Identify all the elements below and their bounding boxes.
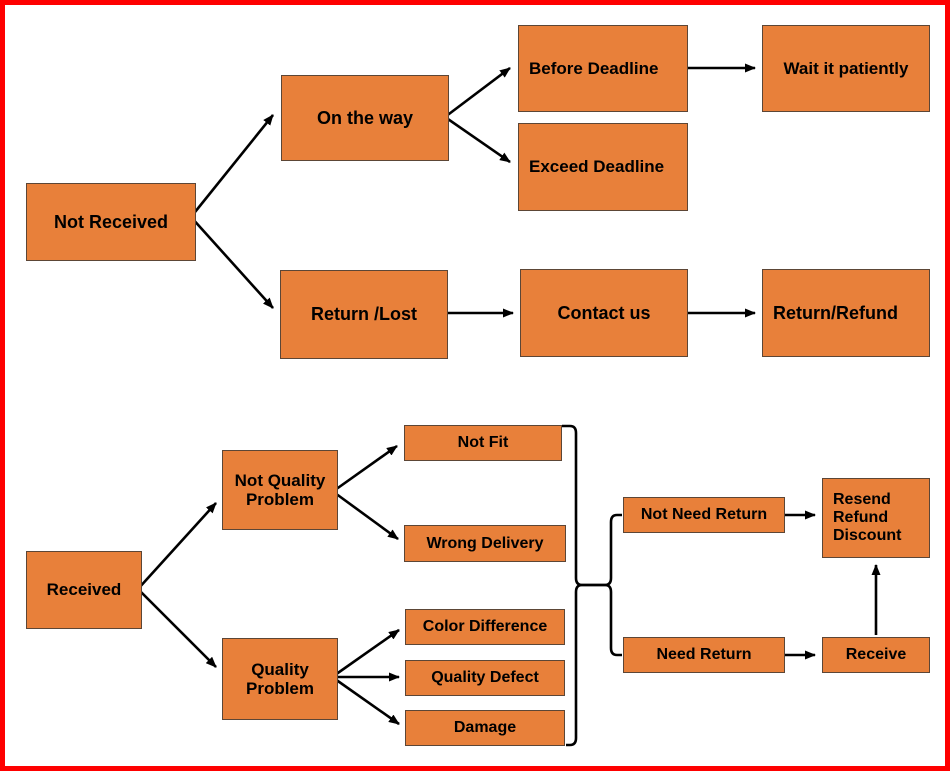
node-return-lost[interactable]: Return /Lost: [280, 270, 448, 359]
edge-bracket-outcomes: [562, 424, 622, 587]
node-receive[interactable]: Receive: [822, 637, 930, 673]
edge-qualityproblem-damage: [334, 677, 400, 726]
node-wrong-delivery[interactable]: Wrong Delivery: [404, 525, 566, 562]
edge-qualityproblem-colordifference: [334, 628, 400, 677]
edge-bracket-outcomes-lower: [566, 583, 622, 747]
node-quality-problem[interactable]: Quality Problem: [222, 638, 338, 720]
edge-ontheway-exceeddeadline: [444, 115, 511, 164]
edge-notquality-notfit: [334, 444, 398, 492]
edge-received-notquality: [137, 502, 217, 590]
node-need-return[interactable]: Need Return: [623, 637, 785, 673]
node-exceed-deadline[interactable]: Exceed Deadline: [518, 123, 688, 211]
edge-notquality-wrongdelivery: [334, 491, 399, 541]
node-before-deadline[interactable]: Before Deadline: [518, 25, 688, 112]
node-return-refund[interactable]: Return/Refund: [762, 269, 930, 357]
node-received[interactable]: Received: [26, 551, 142, 629]
node-not-fit[interactable]: Not Fit: [404, 425, 562, 461]
node-resend-refund-discount[interactable]: Resend Refund Discount: [822, 478, 930, 558]
edge-notreceived-returnlost: [190, 216, 274, 309]
edge-ontheway-beforedeadline: [444, 66, 511, 119]
node-not-received[interactable]: Not Received: [26, 183, 196, 261]
edge-notreceived-ontheway: [189, 114, 275, 218]
node-on-the-way[interactable]: On the way: [281, 75, 449, 161]
node-not-quality-problem[interactable]: Not Quality Problem: [222, 450, 338, 530]
node-color-difference[interactable]: Color Difference: [405, 609, 565, 645]
node-not-need-return[interactable]: Not Need Return: [623, 497, 785, 533]
node-wait-it-patiently[interactable]: Wait it patiently: [762, 25, 930, 112]
edge-received-qualityproblem: [137, 588, 217, 668]
node-contact-us[interactable]: Contact us: [520, 269, 688, 357]
flowchart-edges: [137, 63, 881, 747]
node-quality-defect[interactable]: Quality Defect: [405, 660, 565, 696]
node-damage[interactable]: Damage: [405, 710, 565, 746]
